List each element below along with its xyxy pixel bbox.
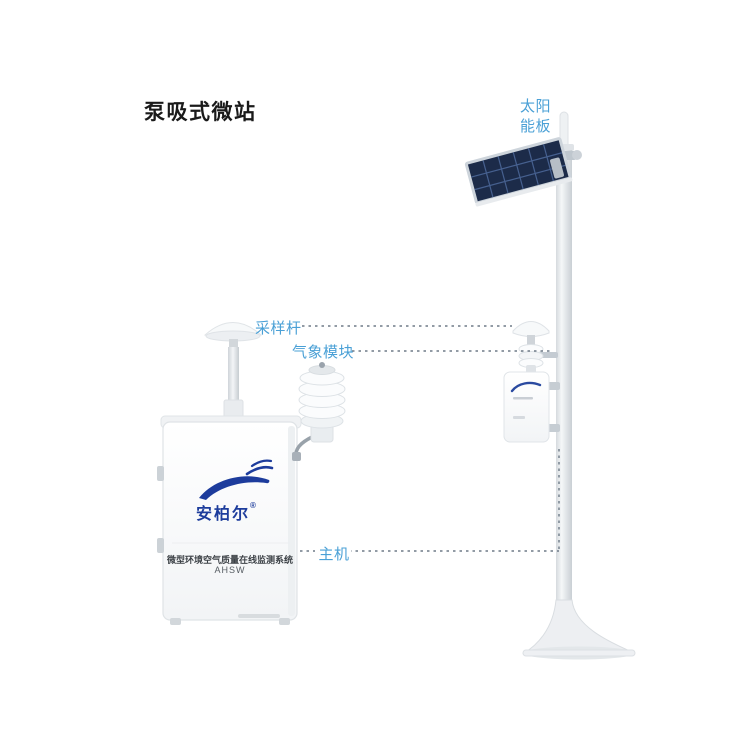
brand-name: 安柏尔 ® — [196, 500, 256, 524]
cabinet-side-shade — [288, 426, 295, 616]
annotation-lines — [300, 325, 560, 552]
cabinet-body — [162, 421, 298, 621]
solar-panel-clamp — [550, 157, 564, 179]
swoosh-arc-1 — [245, 465, 274, 476]
cabinet-fine-print — [238, 614, 280, 618]
pole-shaft — [556, 150, 572, 605]
callout-solar-panel-line1: 太阳 — [520, 98, 552, 115]
pole-unit-body — [503, 371, 550, 443]
pole-fixture-knob — [572, 150, 582, 160]
pole-mounted-unit — [503, 371, 560, 443]
cabinet-hinge-top — [157, 466, 164, 481]
pole-base-plate — [522, 649, 636, 657]
solar-panel-grid — [471, 144, 566, 198]
swoosh-main — [199, 476, 270, 500]
callout-main-unit: 主机 — [317, 543, 351, 564]
cabinet-model: AHSW — [214, 565, 246, 575]
brand-text: 安柏尔 — [196, 506, 251, 523]
solar-panel-assembly — [464, 137, 582, 207]
cabinet-mast-neck — [229, 339, 238, 349]
cabinet-mast — [228, 347, 239, 405]
pole-sampling-head — [512, 321, 558, 373]
callout-sampling-rod: 采样杆 — [255, 320, 302, 337]
callout-solar-panel: 太阳 能板 — [520, 97, 551, 137]
cabinet-hinge-bottom — [157, 538, 164, 553]
pole-unit-slot — [513, 416, 525, 419]
callout-weather-module: 气象模块 — [292, 344, 355, 361]
pole-sampling-stem — [527, 335, 535, 346]
cabinet-foot-right — [279, 618, 290, 625]
pole-sampling-cap — [512, 321, 550, 337]
solar-panel-edge — [475, 177, 573, 207]
main-cabinet — [157, 322, 302, 625]
callout-solar-panel-line2: 能板 — [520, 118, 552, 135]
pole-shield-base — [526, 365, 536, 373]
swoosh-arc-2 — [250, 459, 273, 468]
pole-unit-logo-swoosh — [510, 381, 542, 393]
cabinet-foot-left — [170, 618, 181, 625]
registered-mark: ® — [250, 501, 256, 510]
pole-base-flare — [522, 599, 635, 654]
weather-module-sensor-tip — [319, 362, 325, 368]
page-title: 泵吸式微站 — [144, 101, 257, 124]
brand-logo-swoosh — [199, 459, 274, 500]
cabinet-cable-port — [292, 452, 301, 461]
cabinet-product-name: 微型环境空气质量在线监测系统 — [166, 555, 293, 565]
weather-module-unit — [292, 362, 346, 461]
pole-unit-text-bar — [513, 397, 533, 400]
mounting-pole — [522, 111, 636, 660]
